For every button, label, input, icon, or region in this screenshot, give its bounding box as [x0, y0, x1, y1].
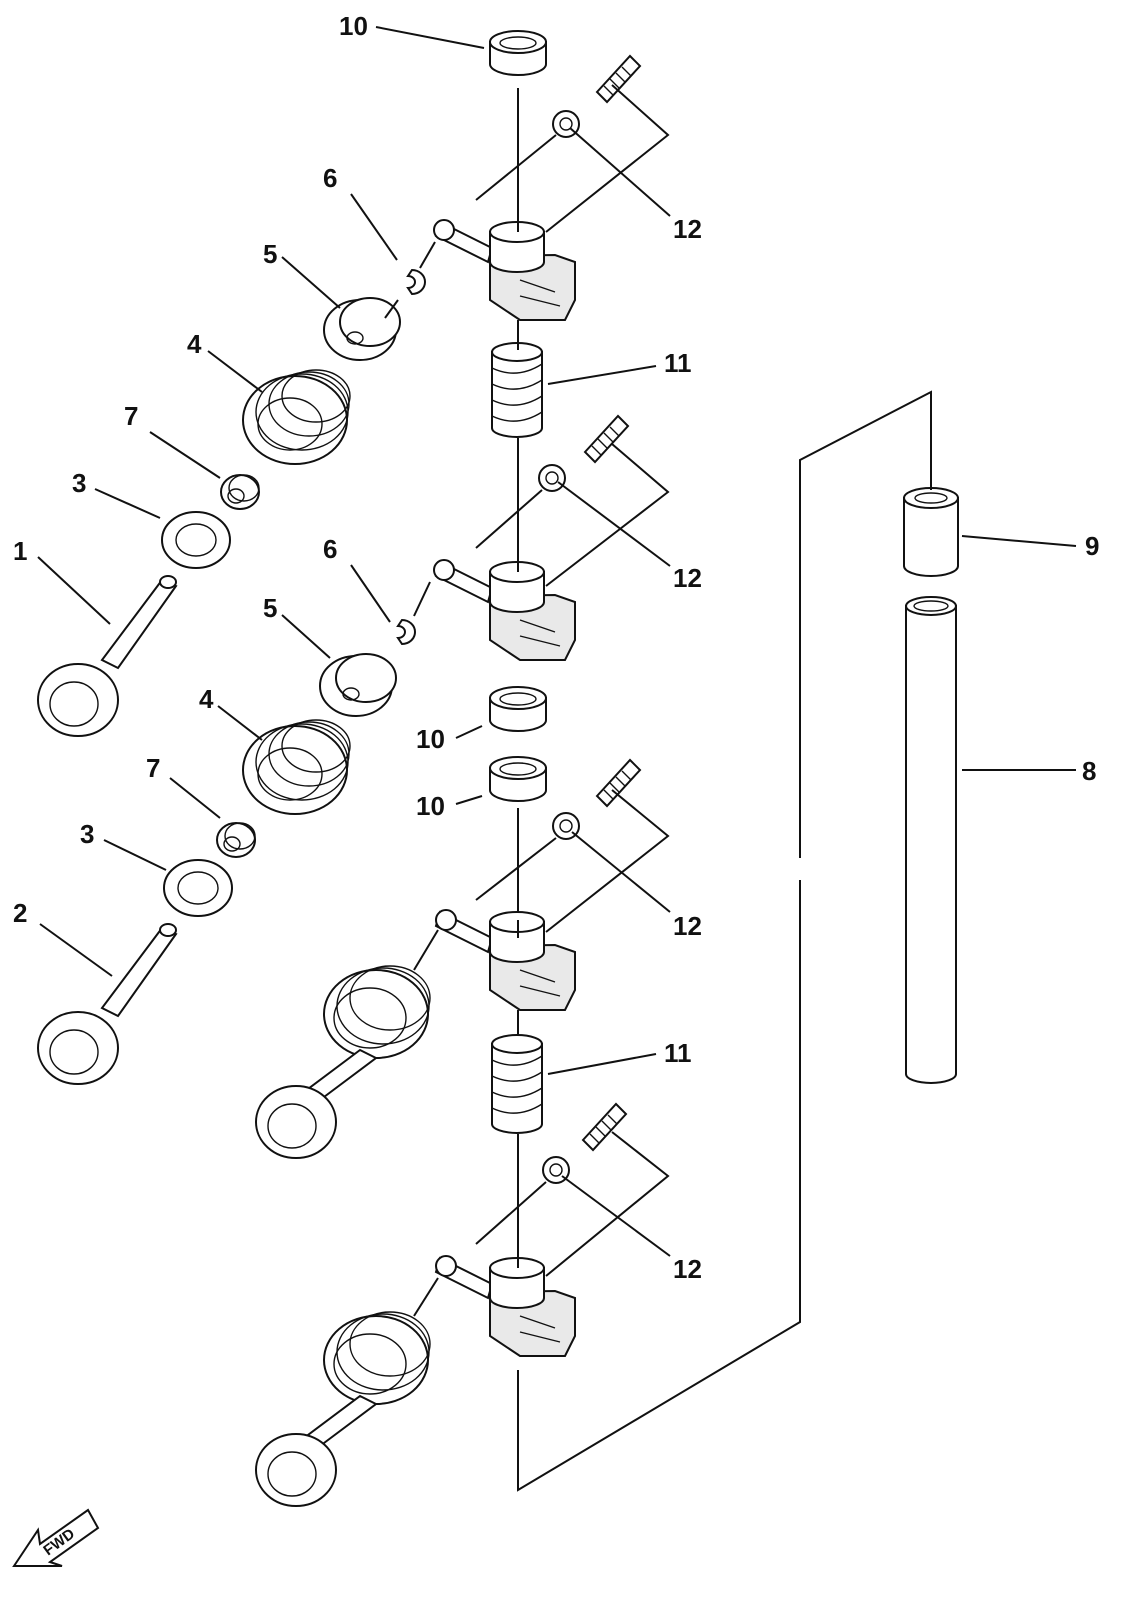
- callout-12: 12: [673, 214, 702, 244]
- callout-6: 6: [323, 534, 337, 564]
- rocker-spring-top: [491, 342, 543, 438]
- callout-6: 6: [323, 163, 337, 193]
- callout-3: 3: [80, 819, 94, 849]
- callout-9: 9: [1085, 531, 1099, 561]
- valve-assembly-c: [255, 965, 431, 1159]
- callout-5: 5: [263, 593, 277, 623]
- spring-retainer-a: [323, 297, 401, 361]
- callout-7: 7: [124, 401, 138, 431]
- callout-10: 10: [416, 791, 445, 821]
- adjusting-nut-top: [552, 110, 580, 138]
- spring-retainer-b: [319, 653, 397, 717]
- valve-keeper-b: [396, 618, 416, 646]
- rocker-arm-d: [434, 1255, 576, 1357]
- callout-3: 3: [72, 468, 86, 498]
- valve-keeper-a: [406, 268, 426, 296]
- exhaust-valve: [37, 923, 178, 1085]
- adjusting-nut-second: [538, 464, 566, 492]
- adjusting-pin-second: [583, 414, 630, 464]
- valve-cap-mid-1: [489, 686, 547, 732]
- leader-lines: [37, 26, 1077, 1277]
- callout-4: 4: [187, 329, 202, 359]
- spring-seat-b: [163, 859, 233, 917]
- callout-10: 10: [339, 11, 368, 41]
- valve-cap-mid-2: [489, 756, 547, 802]
- adjusting-pin-fourth: [581, 1102, 628, 1152]
- callout-11: 11: [664, 348, 692, 378]
- rocker-arm-b: [433, 559, 576, 661]
- rocker-shaft: [905, 596, 957, 1084]
- adjusting-pin-third: [595, 758, 642, 808]
- shaft-bushing: [903, 487, 959, 577]
- rocker-arm-c: [434, 909, 576, 1011]
- callout-12: 12: [673, 1254, 702, 1284]
- valve-spring-b: [242, 719, 351, 815]
- callout-12: 12: [673, 563, 702, 593]
- valve-spring-a: [242, 369, 351, 465]
- callout-4: 4: [199, 684, 214, 714]
- callout-labels: 10 6 5 12 4 11 7 3 1 6 12 9 5 4 10 7 10 …: [13, 11, 1099, 1284]
- callout-1: 1: [13, 536, 27, 566]
- callout-7: 7: [146, 753, 160, 783]
- valve-stem-seal-b: [216, 822, 256, 858]
- callout-2: 2: [13, 898, 27, 928]
- valve-assembly-d: [255, 1311, 431, 1507]
- spring-seat-a: [161, 511, 231, 569]
- adjusting-pin-top: [595, 54, 642, 104]
- valve-cap-top: [489, 30, 547, 76]
- callout-10: 10: [416, 724, 445, 754]
- callout-12: 12: [673, 911, 702, 941]
- valve-stem-seal-a: [220, 474, 260, 510]
- assembly-lines: [384, 88, 932, 1492]
- fwd-arrow-icon: FWD: [12, 1508, 100, 1567]
- callout-11: 11: [664, 1038, 692, 1068]
- rocker-arm-a: [433, 219, 576, 321]
- rocker-spring-bottom: [491, 1034, 543, 1134]
- intake-valve: [37, 575, 178, 737]
- callout-8: 8: [1082, 756, 1096, 786]
- callout-5: 5: [263, 239, 277, 269]
